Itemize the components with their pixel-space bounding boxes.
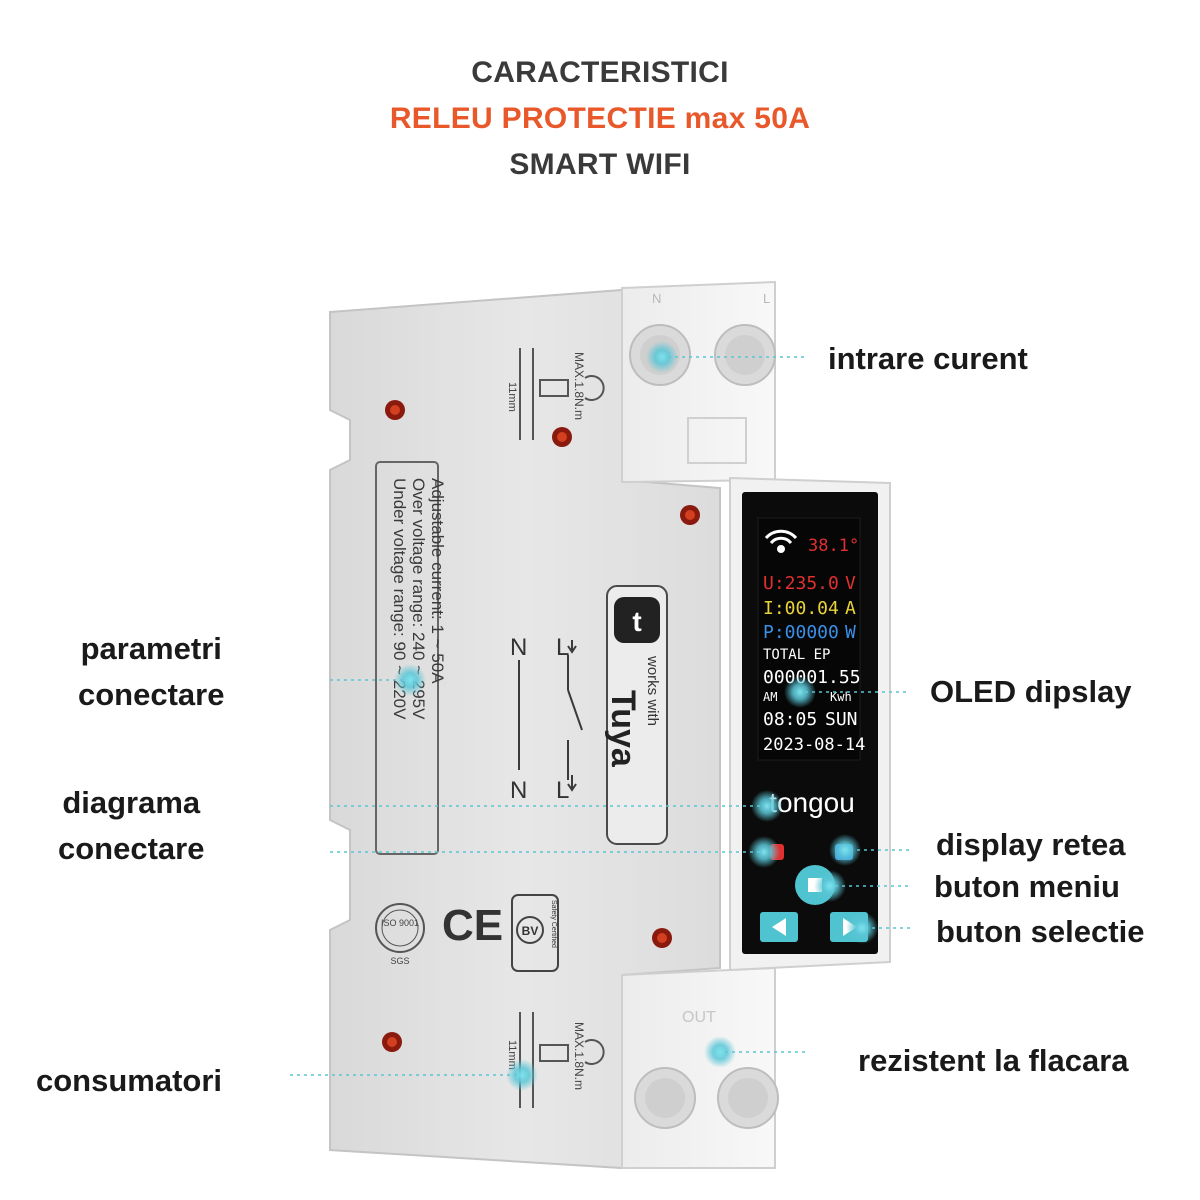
torque-marking-top	[519, 348, 605, 440]
screen-current: I:00.04	[763, 598, 839, 619]
label-params-line1: parametri	[80, 631, 222, 666]
screen-day: SUN	[825, 709, 858, 730]
terminal-out-label: OUT	[682, 1009, 716, 1026]
screen-energy-unit: Kwh	[830, 690, 852, 704]
bv-label: BV	[522, 924, 539, 938]
diagram-n-bottom: N	[510, 777, 527, 804]
diagram-n-top: N	[510, 634, 527, 661]
oled-screen	[757, 517, 861, 761]
ce-mark: CE	[442, 901, 503, 950]
wiring-diagram	[518, 640, 583, 792]
iso-label: ISO 9001	[381, 918, 419, 928]
torque-label-top: MAX.1.8N.m	[572, 352, 586, 420]
label-diagram-line2: conectare	[58, 831, 205, 866]
screen-current-unit: A	[845, 598, 856, 619]
label-network-display: display retea	[936, 827, 1126, 862]
specs-box	[375, 461, 439, 855]
label-oled-display: OLED dipslay	[930, 674, 1132, 709]
header-product: RELEU PROTECTIE max 50A	[389, 102, 811, 135]
screen-voltage: U:235.0	[763, 573, 839, 594]
sgs-label: SGS	[390, 956, 409, 966]
svg-text:t: t	[632, 606, 641, 637]
screen-power-unit: W	[845, 622, 856, 643]
label-diagram-line1: diagrama	[62, 785, 201, 820]
diagram-l-top: L	[556, 634, 569, 661]
device-side-panel	[329, 288, 721, 1170]
rivets	[382, 400, 700, 1052]
bv-badge	[511, 894, 559, 972]
label-connection-diagram: diagrama conectare	[58, 780, 204, 872]
spec-adjustable-current: Adjustable current: 1 ~ 50A	[428, 478, 447, 684]
screen-temp: 38.1°	[808, 536, 859, 556]
label-flame-resistant: rezistent la flacara	[858, 1043, 1129, 1078]
tuya-badge	[606, 585, 668, 845]
tuya-brand: Tuya	[604, 690, 642, 768]
screen-ampm: AM	[763, 690, 777, 704]
screen-date: 2023-08-14	[763, 735, 865, 755]
callout-dots	[394, 341, 878, 1091]
screen-time: 08:05	[763, 709, 817, 730]
bv-note: Safety Certified	[550, 900, 557, 948]
brand-logo: tongou	[769, 787, 855, 818]
label-menu-button: buton meniu	[934, 869, 1120, 904]
label-input-current: intrare curent	[828, 341, 1028, 376]
screen-total-label: TOTAL EP	[763, 647, 830, 663]
wifi-icon	[764, 529, 798, 553]
terminal-l-label: L	[763, 291, 770, 306]
header-title: CARACTERISTICI	[471, 56, 729, 89]
screen-power: P:00000	[763, 622, 839, 643]
spec-over-voltage: Over voltage range: 240 ~ 295V	[409, 478, 428, 720]
torque-label-bottom: MAX.1.8N.m	[572, 1022, 586, 1090]
label-params-line2: conectare	[78, 677, 225, 712]
label-connection-params: parametri conectare	[78, 626, 224, 718]
terminal-n-label: N	[652, 291, 661, 306]
spec-under-voltage: Under voltage range: 90 ~ 220V	[390, 478, 409, 720]
screen-voltage-unit: V	[845, 573, 856, 594]
label-select-button: buton selectie	[936, 914, 1145, 949]
gap-label-top: 11mm	[506, 382, 518, 412]
diagram-l-bottom: L	[556, 777, 569, 804]
label-consumers: consumatori	[36, 1063, 223, 1098]
header-subtitle: SMART WIFI	[509, 148, 691, 181]
tuya-logo-icon	[614, 597, 660, 643]
iso-seal	[375, 903, 425, 953]
tuya-works-with: works with	[644, 655, 661, 726]
